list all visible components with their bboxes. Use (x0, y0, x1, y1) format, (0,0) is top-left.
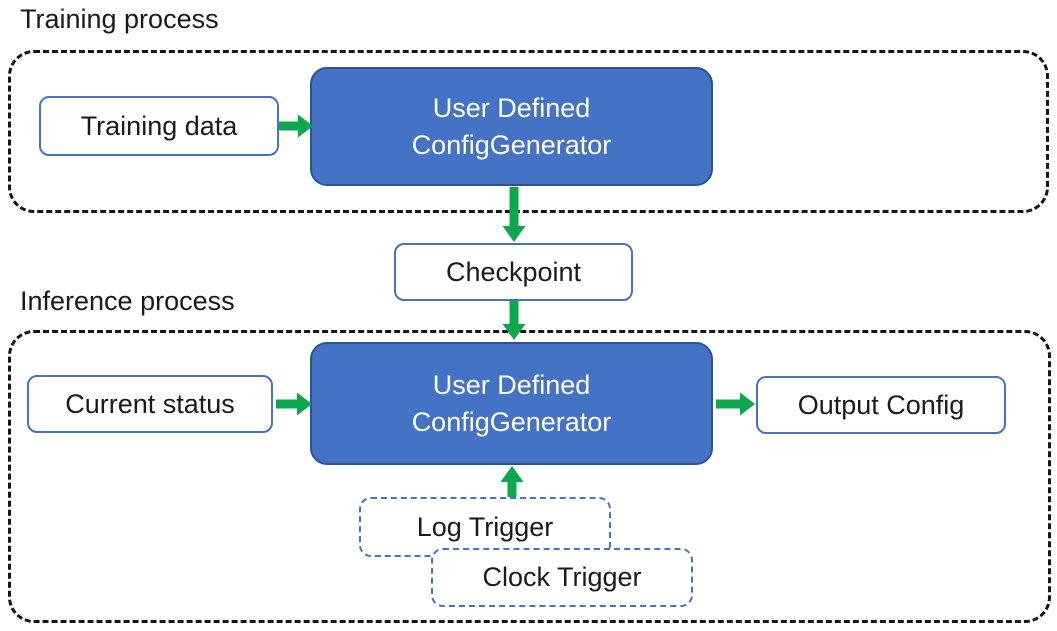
checkpoint-node: Checkpoint (394, 243, 633, 301)
current-status-node: Current status (27, 375, 273, 433)
clock-trigger-label: Clock Trigger (482, 562, 642, 592)
output-config-label: Output Config (797, 389, 965, 420)
clock-trigger-node: Clock Trigger (431, 548, 693, 607)
training-config-generator-line1: User Defined (432, 92, 591, 123)
training-data-label: Training data (80, 110, 238, 141)
current-status-label: Current status (65, 388, 235, 419)
checkpoint-label: Checkpoint (445, 256, 582, 287)
training-process-container (8, 50, 1049, 213)
training-config-generator-node: User Defined ConfigGenerator (310, 67, 713, 186)
inference-config-generator-line1: User Defined (432, 369, 591, 400)
log-trigger-node: Log Trigger (359, 497, 611, 557)
training-process-title: Training process (20, 4, 219, 34)
inference-config-generator-node: User Defined ConfigGenerator (310, 342, 713, 465)
inference-process-title: Inference process (20, 286, 235, 316)
training-config-generator-line2: ConfigGenerator (411, 129, 612, 160)
log-trigger-label: Log Trigger (416, 511, 554, 542)
inference-process-container (8, 330, 1051, 623)
inference-config-generator-line2: ConfigGenerator (411, 406, 612, 437)
training-data-node: Training data (39, 96, 279, 156)
output-config-node: Output Config (756, 376, 1006, 434)
